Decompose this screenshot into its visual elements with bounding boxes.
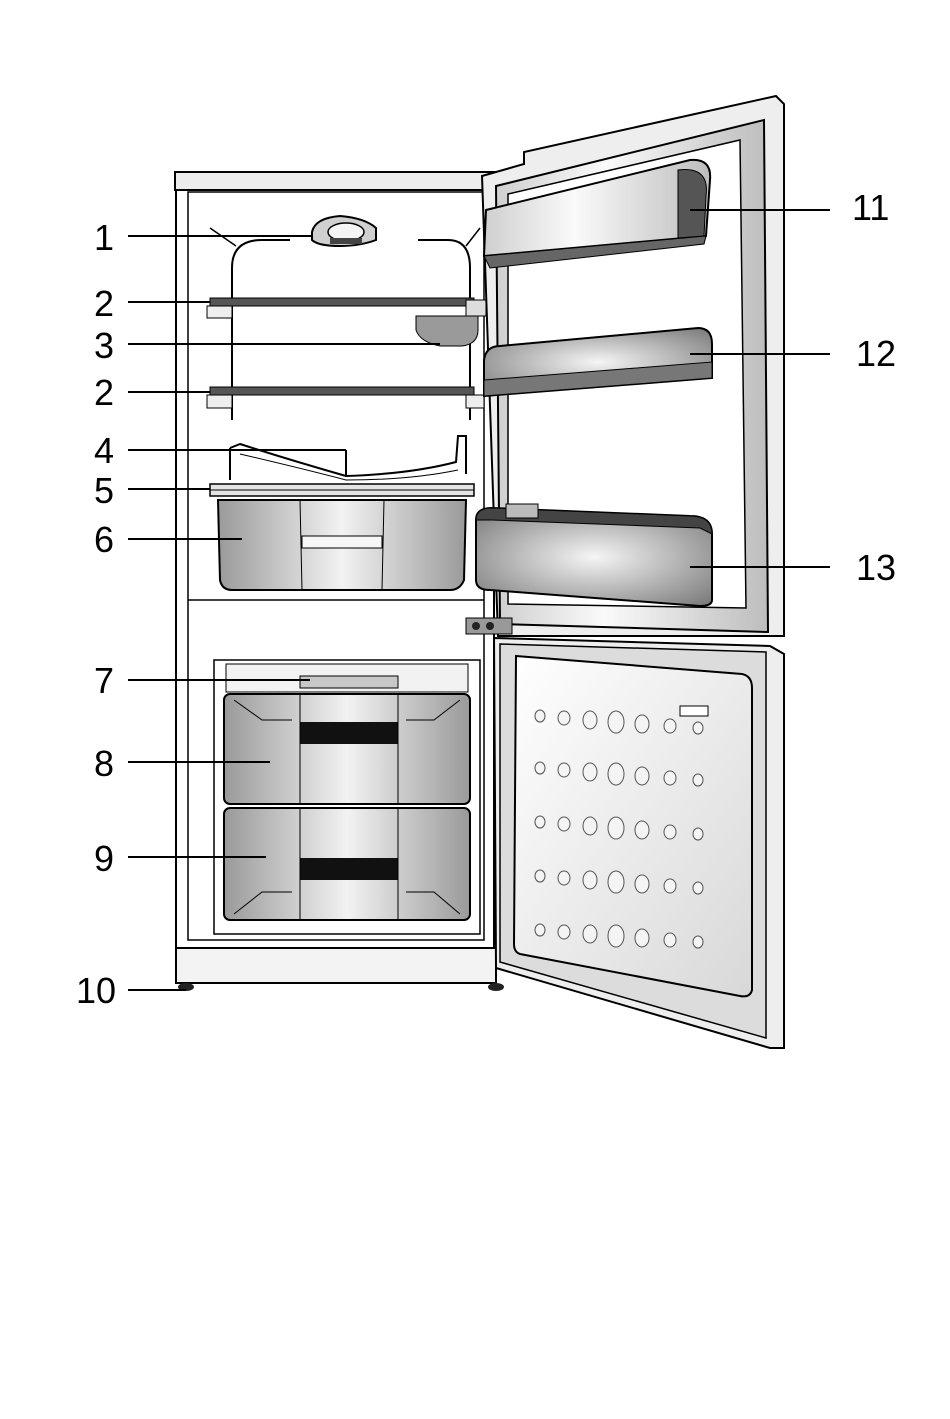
freezer-drawer-lower	[224, 808, 470, 920]
door-dimple	[535, 816, 545, 828]
door-dimple	[608, 763, 624, 785]
door-dimple	[558, 817, 570, 831]
callout-label: 11	[852, 187, 889, 228]
callout-label: 9	[94, 838, 114, 879]
door-dimple	[558, 871, 570, 885]
crisper-drawer	[218, 500, 466, 590]
door-dimple	[558, 925, 570, 939]
door-dimple	[583, 925, 597, 943]
door-dimple	[608, 711, 624, 733]
door-dimple	[635, 715, 649, 733]
door-dimple	[535, 762, 545, 774]
door-dimple	[693, 882, 703, 894]
door-dimple	[535, 924, 545, 936]
callout-label: 13	[856, 547, 896, 588]
crisper-shelf	[210, 484, 474, 496]
door-dimple	[635, 929, 649, 947]
callout-label: 7	[94, 660, 114, 701]
door-dimple	[535, 870, 545, 882]
door-dimple	[664, 933, 676, 947]
door-dimple	[635, 821, 649, 839]
callout-label: 8	[94, 743, 114, 784]
door-dimple	[693, 774, 703, 786]
door-dimple	[664, 825, 676, 839]
callout-label: 10	[76, 970, 116, 1011]
door-dimple	[693, 722, 703, 734]
callout-label: 2	[94, 372, 114, 413]
callout-label: 5	[94, 470, 114, 511]
freezer-door	[494, 638, 784, 1048]
door-dimple	[693, 828, 703, 840]
door-dimple	[583, 711, 597, 729]
door-dimple	[693, 936, 703, 948]
callout-label: 3	[94, 325, 114, 366]
callout-label: 1	[94, 217, 114, 258]
door-dimple	[608, 925, 624, 947]
door-dimple	[664, 879, 676, 893]
callout-label: 2	[94, 283, 114, 324]
door-dimple	[608, 817, 624, 839]
door-dimple	[583, 871, 597, 889]
door-dimple	[664, 771, 676, 785]
door-dimple	[558, 711, 570, 725]
door-dimple	[558, 763, 570, 777]
callout-label: 4	[94, 430, 114, 471]
callout-label: 12	[856, 333, 896, 374]
door-bin-bottom	[476, 504, 712, 606]
callout-label: 6	[94, 519, 114, 560]
door-dimple	[664, 719, 676, 733]
door-dimple	[583, 817, 597, 835]
door-dimple	[583, 763, 597, 781]
door-dimple	[608, 871, 624, 893]
freezer-drawer-upper	[224, 694, 470, 804]
door-dimple	[535, 710, 545, 722]
door-dimple	[635, 875, 649, 893]
door-dimple	[635, 767, 649, 785]
